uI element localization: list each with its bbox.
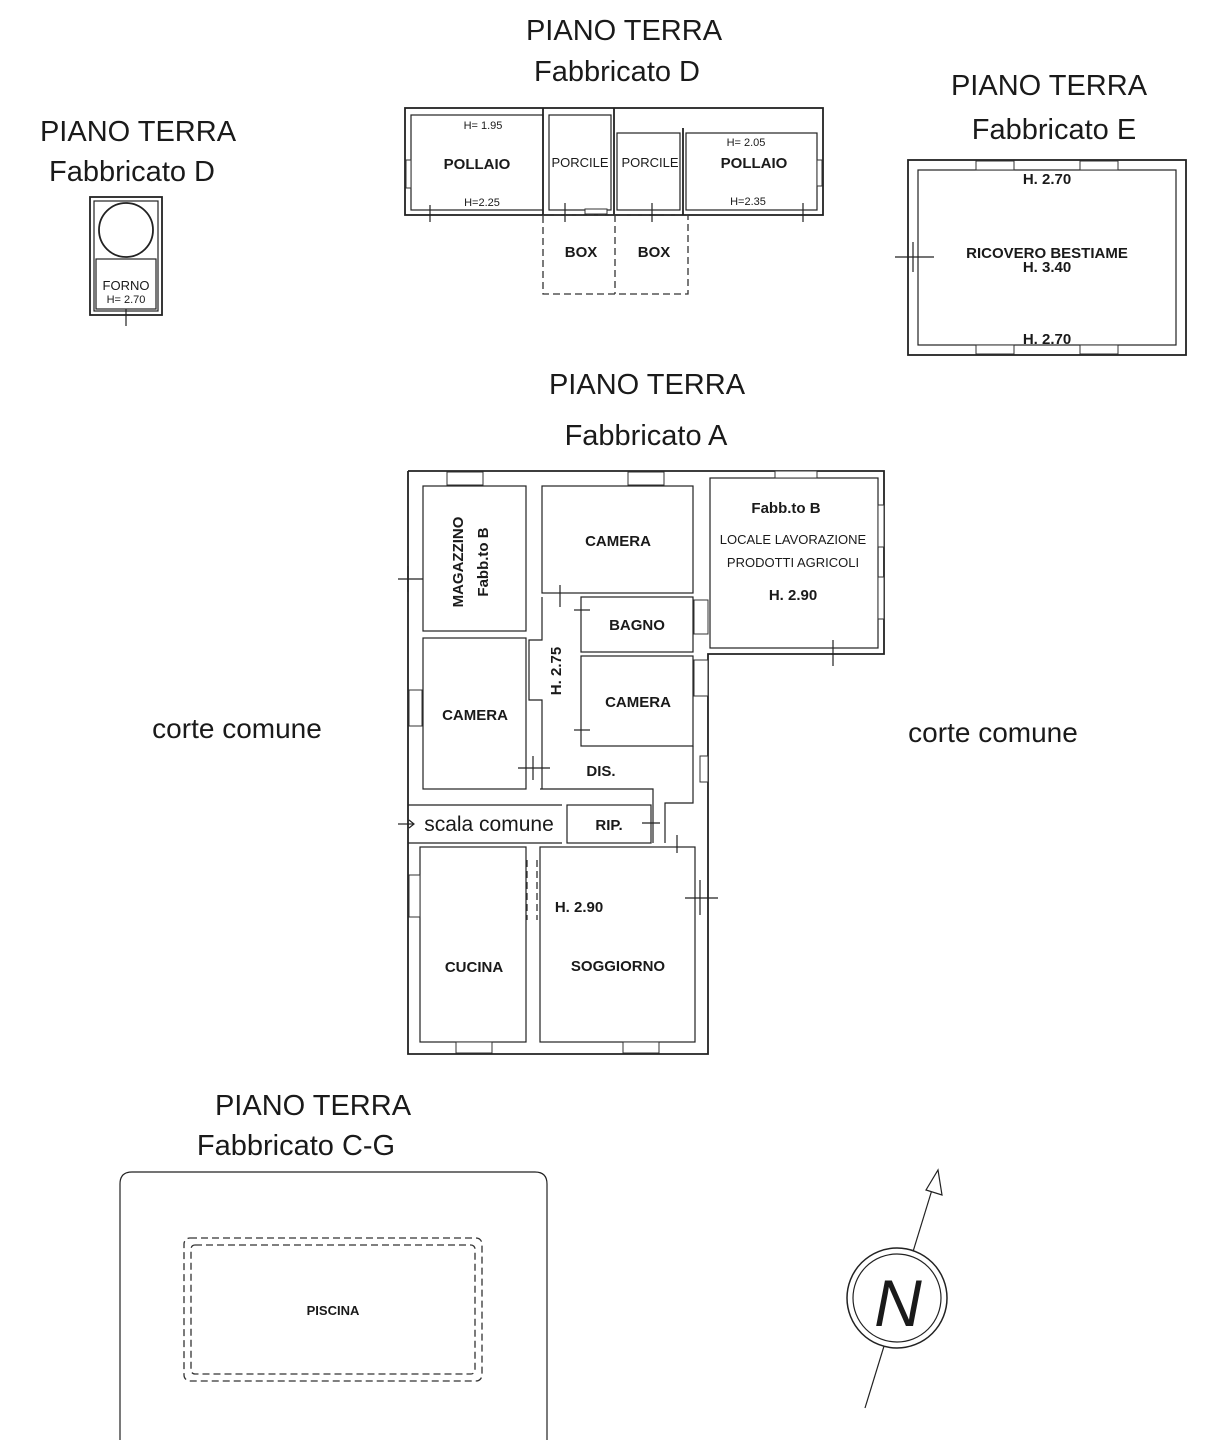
pollaio-left-height-top: H= 1.95 xyxy=(464,120,503,132)
magazzino-label: MAGAZZINO xyxy=(450,516,467,607)
camera-mid-label: CAMERA xyxy=(605,694,671,711)
magazzino-sub-label: Fabb.to B xyxy=(475,527,492,596)
building-e-height-mid: H. 3.40 xyxy=(1023,259,1071,276)
living-height: H. 2.90 xyxy=(555,899,603,916)
title-a-building: Fabbricato A xyxy=(565,420,728,452)
title-cg-floor: PIANO TERRA xyxy=(215,1090,412,1122)
pollaio-right-height-top: H= 2.05 xyxy=(727,137,766,149)
pollaio-right-height-bottom: H=2.35 xyxy=(730,196,766,208)
dis-label: DIS. xyxy=(586,763,615,780)
forno-height: H= 2.70 xyxy=(107,294,146,306)
camera-left-label: CAMERA xyxy=(442,707,508,724)
corte-comune-left: corte comune xyxy=(152,713,322,744)
title-d-top-floor: PIANO TERRA xyxy=(526,15,723,47)
title-e-floor: PIANO TERRA xyxy=(951,70,1148,102)
bagno-label: BAGNO xyxy=(609,617,665,634)
box-2-label: BOX xyxy=(638,244,671,261)
building-e-height-top: H. 2.70 xyxy=(1023,171,1071,188)
title-cg-building: Fabbricato C-G xyxy=(197,1130,395,1162)
forno-plan xyxy=(89,196,163,326)
fabb-b-label: Fabb.to B xyxy=(751,500,820,517)
pool-area-plan xyxy=(119,1171,548,1440)
north-letter: N xyxy=(874,1266,922,1340)
building-e-plan xyxy=(895,159,1187,356)
building-a-plan xyxy=(398,470,885,1055)
title-e-building: Fabbricato E xyxy=(972,114,1136,146)
pollaio-right-label: POLLAIO xyxy=(721,155,788,172)
title-d-left-building: Fabbricato D xyxy=(49,156,215,188)
cucina-label: CUCINA xyxy=(445,959,503,976)
box-1-label: BOX xyxy=(565,244,598,261)
pollaio-left-label: POLLAIO xyxy=(444,156,511,173)
piscina-label: PISCINA xyxy=(307,1303,360,1318)
porcile-2-label: PORCILE xyxy=(621,155,678,170)
rip-label: RIP. xyxy=(595,817,622,834)
locale-height: H. 2.90 xyxy=(769,587,817,604)
north-arrow-icon xyxy=(846,1168,948,1409)
scala-comune-label: scala comune xyxy=(424,813,554,836)
forno-label: FORNO xyxy=(103,278,150,293)
pollaio-left-height-bottom: H=2.25 xyxy=(464,197,500,209)
title-d-top-building: Fabbricato D xyxy=(534,56,700,88)
ricovero-bestiame-label: RICOVERO BESTIAME xyxy=(966,245,1128,262)
building-d-plan xyxy=(404,107,824,295)
locale-lavorazione-line1: LOCALE LAVORAZIONE xyxy=(720,532,867,547)
camera-top-label: CAMERA xyxy=(585,533,651,550)
title-a-floor: PIANO TERRA xyxy=(549,369,746,401)
title-d-left-floor: PIANO TERRA xyxy=(40,116,237,148)
porcile-1-label: PORCILE xyxy=(551,155,608,170)
soggiorno-label: SOGGIORNO xyxy=(571,958,666,975)
corte-comune-right: corte comune xyxy=(908,717,1078,748)
building-e-height-bottom: H. 2.70 xyxy=(1023,331,1071,348)
locale-lavorazione-line2: PRODOTTI AGRICOLI xyxy=(727,555,859,570)
corridor-height: H. 2.75 xyxy=(548,647,565,695)
